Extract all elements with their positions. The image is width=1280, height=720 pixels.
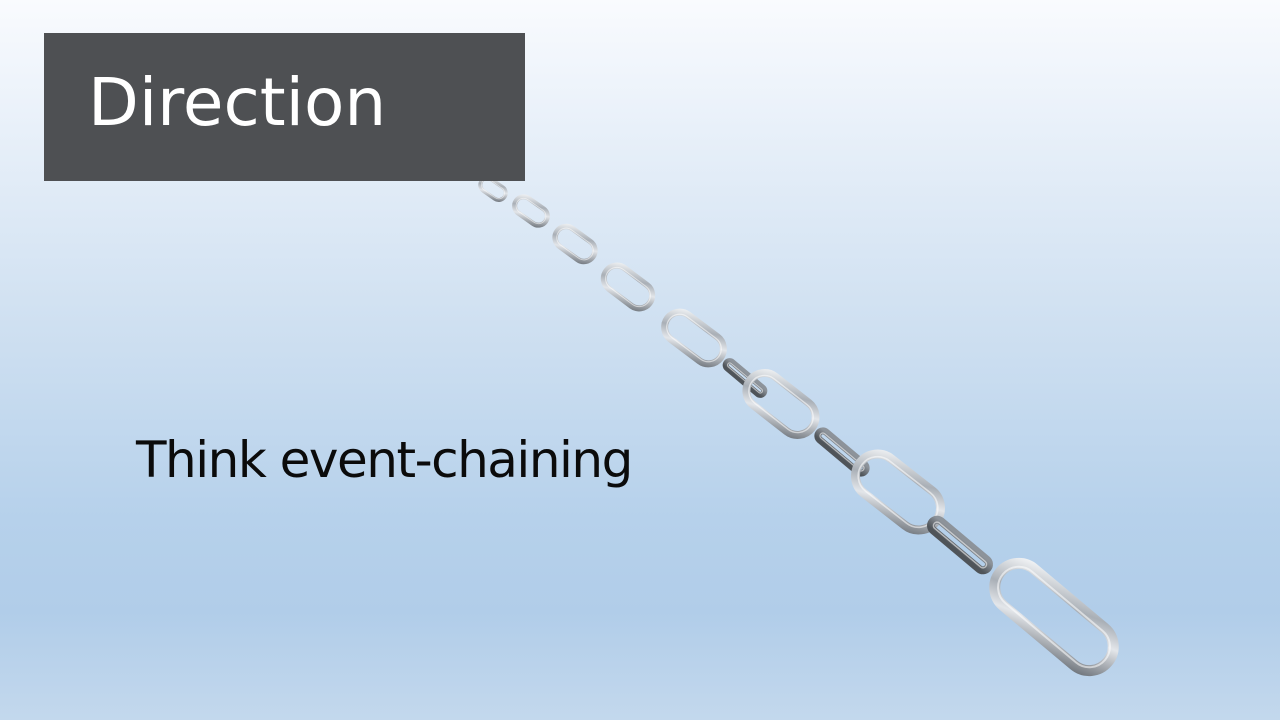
chain-link	[814, 427, 870, 477]
chain-link	[661, 308, 727, 368]
chain-link	[600, 262, 656, 312]
chain-link	[722, 358, 768, 398]
chain-link	[742, 369, 820, 439]
chain-link	[512, 194, 550, 228]
slide-title: Direction	[88, 64, 387, 141]
slide-body-text: Think event-chaining	[136, 431, 633, 489]
chain-link	[927, 515, 993, 575]
chain-link	[552, 223, 598, 265]
chain-link	[989, 557, 1119, 677]
title-box: Direction	[44, 33, 525, 181]
